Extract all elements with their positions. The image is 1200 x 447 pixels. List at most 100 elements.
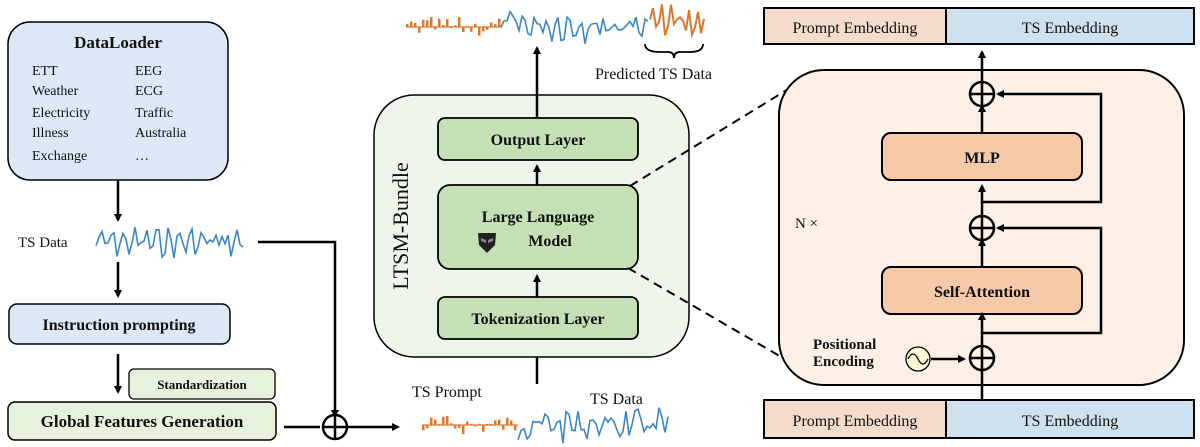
standardization-label: Standardization <box>157 377 247 392</box>
tokenization-layer-box: Tokenization Layer <box>437 296 639 340</box>
add-icon-bottom <box>968 344 996 372</box>
self-attention-label: Self-Attention <box>934 284 1030 301</box>
prompt-bar <box>510 420 513 425</box>
repeat-n-label: N × <box>795 216 818 232</box>
sine-wave-icon <box>905 346 931 372</box>
ts-prompt-label: TS Prompt <box>412 384 482 401</box>
prompt-bar <box>498 419 501 425</box>
prompt-bar <box>474 23 477 27</box>
prompt-bar <box>422 19 425 27</box>
ltsm-bundle-title: LTSM-Bundle <box>388 162 413 290</box>
dataset-item: EEG <box>135 64 162 79</box>
prompt-bar <box>470 27 473 32</box>
prompt-bar <box>474 424 477 427</box>
llm-box: Large Language Model <box>437 184 639 270</box>
dataloader-title: DataLoader <box>74 33 162 52</box>
prompt-bar <box>446 415 449 425</box>
residual-connection-attention <box>982 224 1103 335</box>
prompt-bar <box>482 425 485 432</box>
prompt-bar <box>454 425 457 429</box>
dataset-item: Weather <box>32 84 79 99</box>
prompt-bar <box>502 425 505 430</box>
top-embedding-bar: Prompt Embedding TS Embedding <box>763 7 1195 45</box>
ts-data-waveform <box>95 225 244 259</box>
ts-data-label: TS Data <box>18 235 68 251</box>
positional-encoding-line2: Encoding <box>813 354 874 370</box>
predicted-brace-icon <box>644 43 704 59</box>
prompt-bar <box>430 17 433 27</box>
ts-data-bottom-waveform <box>517 407 669 444</box>
prompt-bar <box>458 425 461 428</box>
ts-embedding-top-label: TS Embedding <box>1022 20 1118 37</box>
prompt-bar <box>442 25 445 27</box>
positional-encoding-line1: Positional <box>813 337 876 353</box>
dataset-item: Illness <box>32 126 69 141</box>
prompt-bar <box>458 17 461 27</box>
dataset-item: ECG <box>135 84 163 99</box>
ts-prompt-waveform <box>422 415 518 435</box>
prompt-embedding-top-label: Prompt Embedding <box>793 20 918 37</box>
prompt-bar <box>418 27 421 33</box>
dataset-item: Electricity <box>32 106 90 121</box>
tokenization-layer-label: Tokenization Layer <box>471 311 604 328</box>
global-features-box: Global Features Generation <box>7 401 277 441</box>
dataset-item: Traffic <box>135 106 173 121</box>
instruction-prompting-label: Instruction prompting <box>42 317 195 334</box>
standardization-box: Standardization <box>128 368 276 400</box>
dataset-list-col2: EEG ECG Traffic Australia … <box>135 64 187 164</box>
prompt-bar <box>478 27 481 36</box>
residual-connection-mlp <box>982 90 1103 204</box>
prompt-bar <box>498 18 501 27</box>
dataset-item: Exchange <box>32 149 87 164</box>
llm-label-line1: Large Language <box>482 209 594 226</box>
prompt-bar <box>438 18 441 27</box>
prompt-bar <box>514 425 517 431</box>
prompt-bar <box>406 24 409 27</box>
mlp-label: MLP <box>964 150 1000 167</box>
prompt-bar <box>482 27 485 32</box>
zoom-dashed-line-top <box>629 87 791 187</box>
prompt-bar <box>462 27 465 33</box>
dataset-item: ETT <box>32 64 58 79</box>
dataset-item: Australia <box>135 126 187 141</box>
prompt-bar <box>506 417 509 425</box>
prompt-bar <box>422 425 425 431</box>
transformer-logo-icon <box>478 233 496 253</box>
prompt-bar <box>446 19 449 27</box>
ts-data-bottom-label: TS Data <box>590 391 643 408</box>
prompt-bar <box>414 22 417 27</box>
add-icon-middle <box>968 214 996 242</box>
ts-embedding-bottom-label: TS Embedding <box>1022 413 1118 430</box>
dataset-item: … <box>135 149 149 164</box>
prompt-bar <box>462 425 465 435</box>
bottom-embedding-bar: Prompt Embedding TS Embedding <box>763 399 1195 439</box>
dataset-list-col1: ETT Weather Electricity Illness Exchange <box>32 64 90 164</box>
prompt-bar <box>434 419 437 425</box>
top-prompt-waveform <box>406 17 502 36</box>
prompt-bar <box>450 423 453 425</box>
prompt-bar <box>426 425 429 429</box>
prompt-bar <box>494 24 497 27</box>
prompt-embedding-bottom-label: Prompt Embedding <box>793 413 918 430</box>
predicted-ts-label: Predicted TS Data <box>595 66 712 83</box>
add-icon-top <box>968 80 996 108</box>
output-layer-box: Output Layer <box>437 117 639 161</box>
top-ts-waveform <box>500 9 649 44</box>
prompt-bar <box>494 420 497 425</box>
prompt-bar <box>486 27 489 30</box>
arrow-ts-to-merge <box>258 240 339 418</box>
predicted-ts-waveform <box>649 4 705 39</box>
prompt-bar <box>466 421 469 425</box>
prompt-bar <box>442 416 445 425</box>
prompt-bar <box>430 417 433 425</box>
llm-label-line2: Model <box>528 233 572 250</box>
mlp-box: MLP <box>881 132 1083 181</box>
prompt-bar <box>410 21 413 27</box>
merge-plus-icon <box>321 413 349 441</box>
global-features-label: Global Features Generation <box>41 412 244 431</box>
prompt-bar <box>434 27 437 30</box>
prompt-bar <box>426 20 429 27</box>
dataloader-box: DataLoader ETT Weather Electricity Illne… <box>7 21 229 181</box>
instruction-prompting-box: Instruction prompting <box>8 303 231 345</box>
